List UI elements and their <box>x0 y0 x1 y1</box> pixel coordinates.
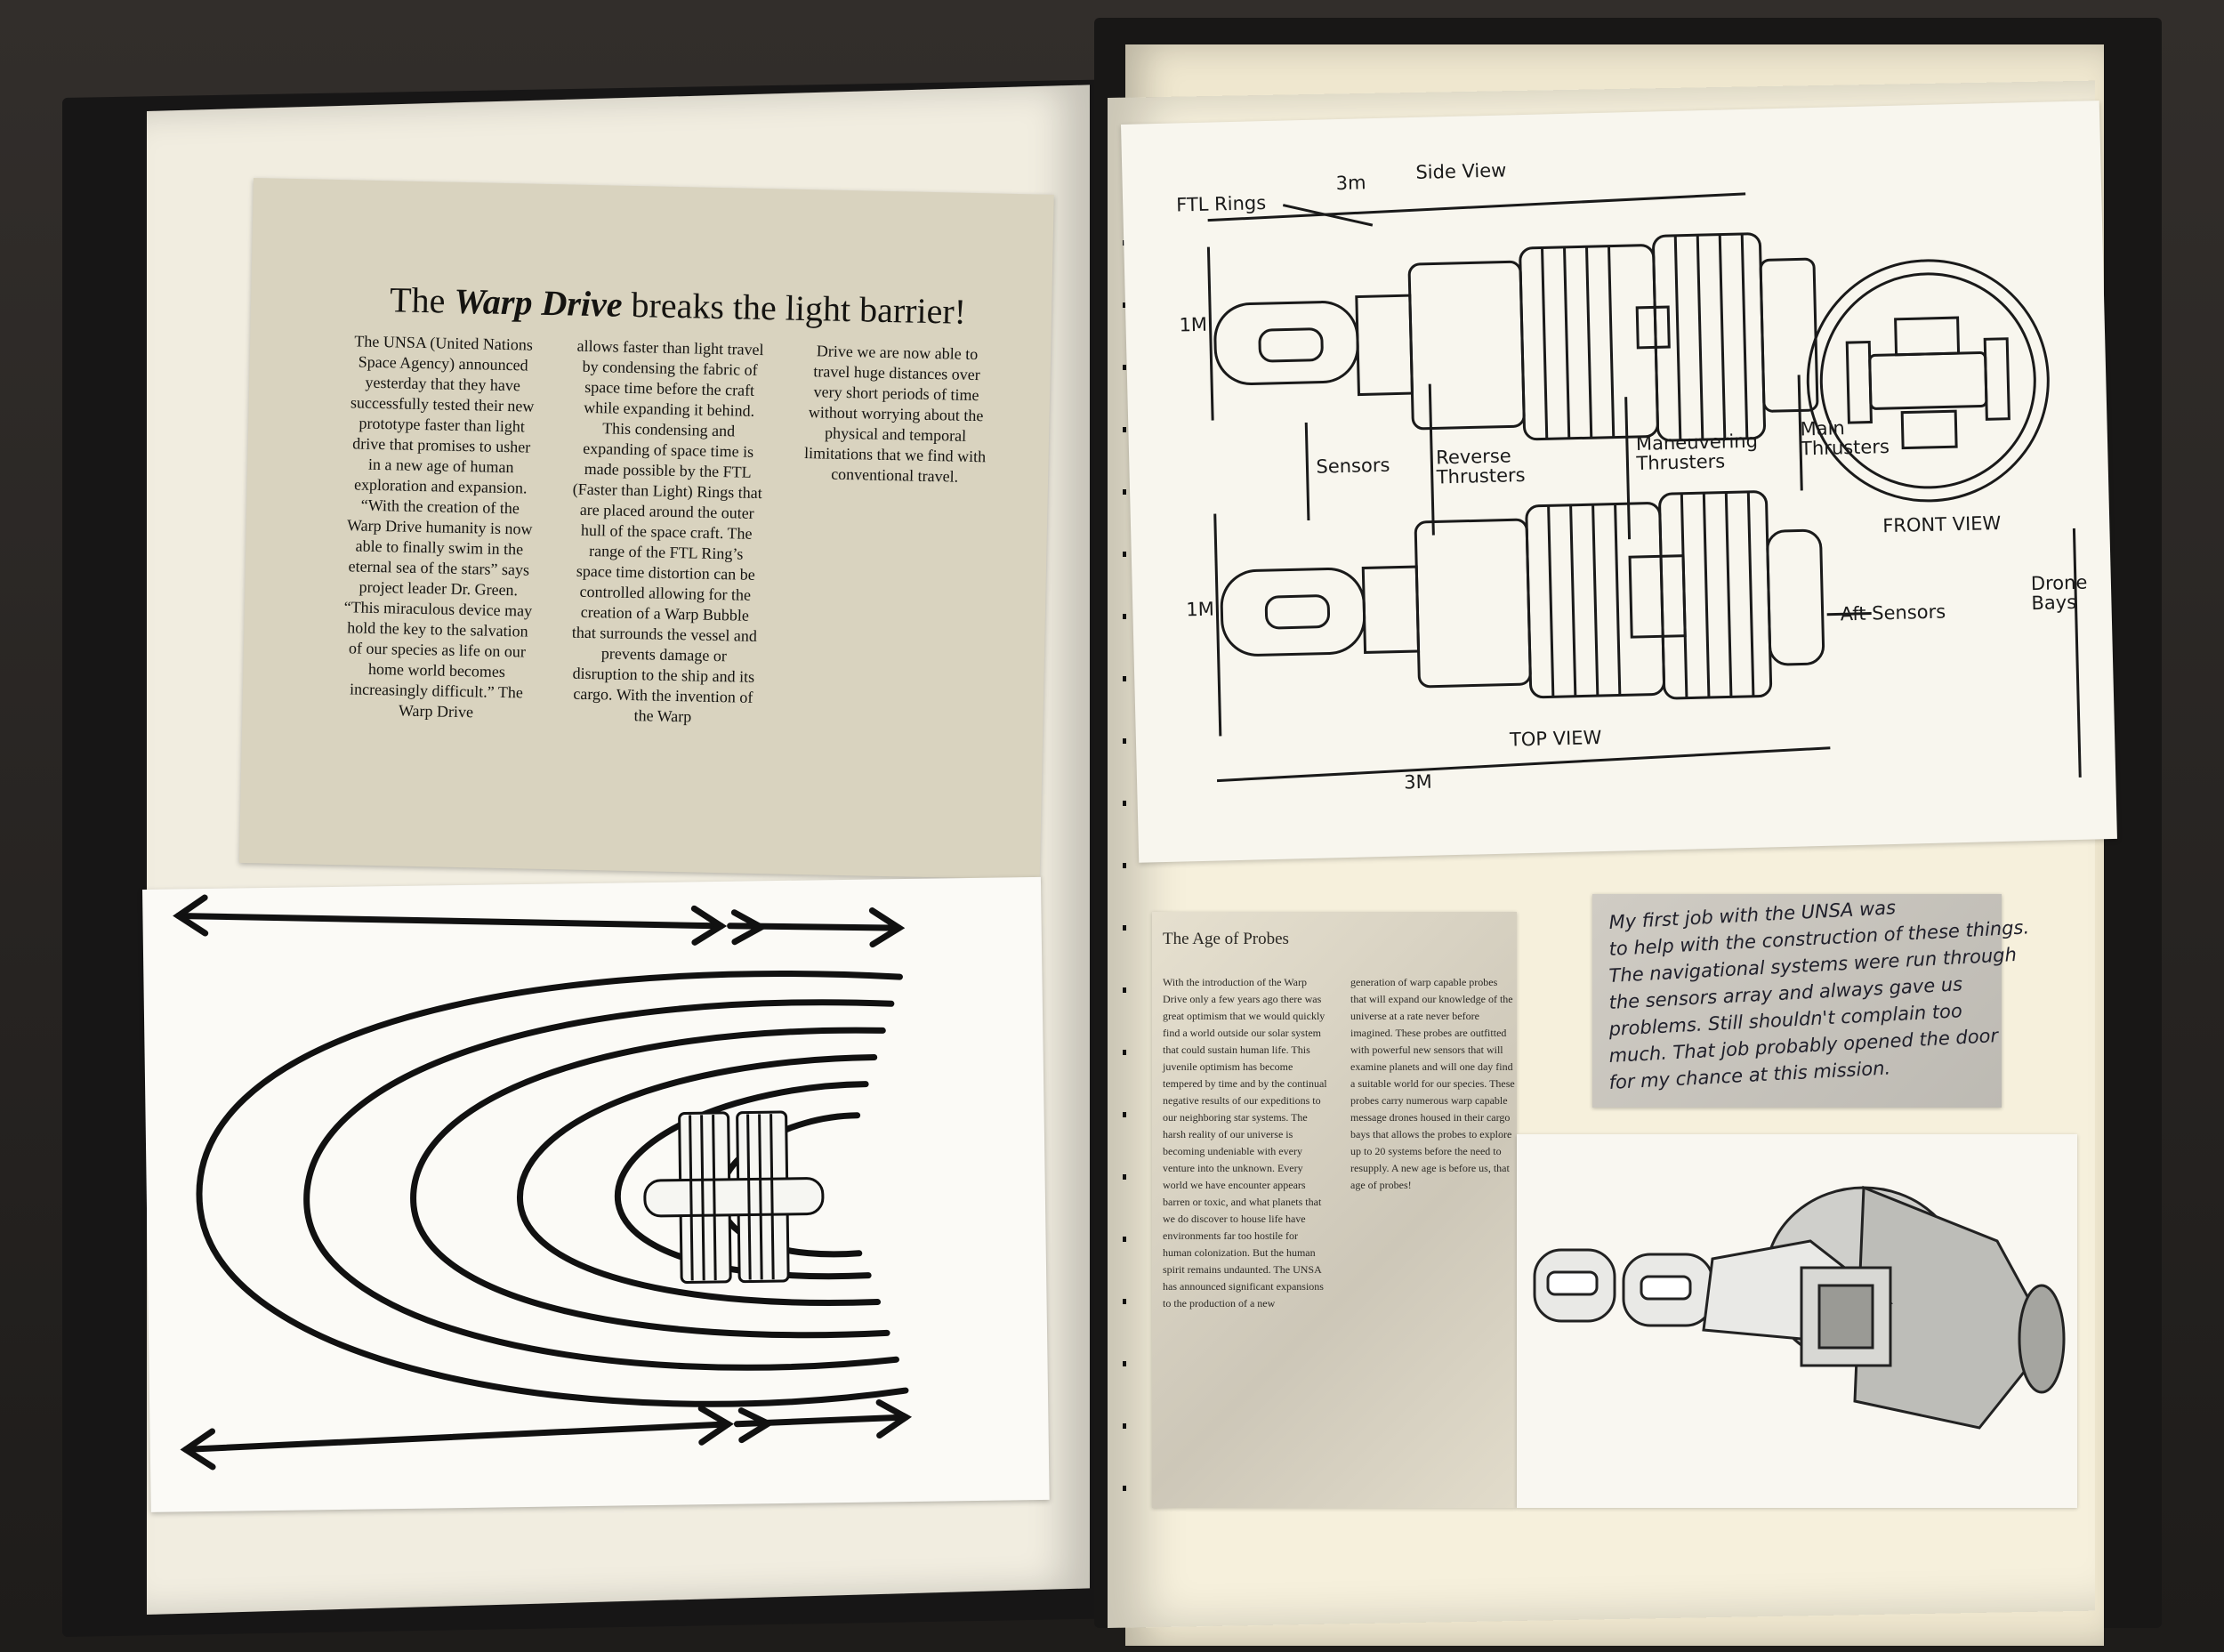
ship-blueprint-drawing <box>1206 192 2082 783</box>
article-column-1: The UNSA (United Nations Space Agency) a… <box>343 332 535 721</box>
ship-blueprint-card: Side View 3m FTL Rings 1M Sensors Revers… <box>1121 101 2117 863</box>
label-reverse-thrusters: Reverse Thrusters <box>1435 445 1526 488</box>
article-column-3: Drive we are now able to travel huge dis… <box>803 342 987 486</box>
label-dim-1m-side: 1M <box>1179 313 1208 336</box>
label-aft-sensors: Aft Sensors <box>1840 600 1946 625</box>
label-maneuvering-thrusters: Maneuvering Thrusters <box>1635 430 1759 474</box>
label-drone-bays: Drone Bays <box>2030 571 2088 615</box>
label-sensors: Sensors <box>1316 454 1390 478</box>
label-dim-3m-bottom: 3M <box>1403 770 1432 794</box>
binding-stitches <box>1123 178 1126 1512</box>
warp-drive-article: The Warp Drive breaks the light barrier!… <box>238 178 1054 880</box>
article-title: The Warp Drive breaks the light barrier! <box>349 278 1008 333</box>
probes-column-2: generation of warp capable probes that w… <box>1350 976 1515 1191</box>
label-dim-1m-top: 1M <box>1186 598 1215 621</box>
probes-title: The Age of Probes <box>1163 930 1289 948</box>
warp-bubble-drawing <box>173 894 913 1471</box>
probes-column-1: With the introduction of the Warp Drive … <box>1163 976 1327 1310</box>
title-suffix: breaks the light barrier! <box>622 284 967 332</box>
label-dim-3m-top: 3m <box>1335 172 1366 195</box>
label-ftl-rings: FTL Rings <box>1175 192 1267 216</box>
label-side-view: Side View <box>1415 159 1507 183</box>
label-front-view: FRONT VIEW <box>1882 512 2002 537</box>
age-of-probes-article: The Age of Probes With the introduction … <box>1152 912 1517 1508</box>
ship-perspective-drawing <box>1533 1185 2066 1430</box>
handwritten-note: My first job with the UNSA was to help w… <box>1592 894 2030 1108</box>
label-top-view: TOP VIEW <box>1509 727 1602 751</box>
article-column-2: allows faster than light travel by conde… <box>571 336 764 726</box>
title-emphasis: Warp Drive <box>453 280 624 325</box>
ship-perspective-sketch <box>1517 1134 2077 1508</box>
warp-bubble-illustration <box>142 876 1050 1512</box>
title-prefix: The <box>389 279 455 321</box>
label-main-thrusters: Main Thrusters <box>1800 417 1890 460</box>
